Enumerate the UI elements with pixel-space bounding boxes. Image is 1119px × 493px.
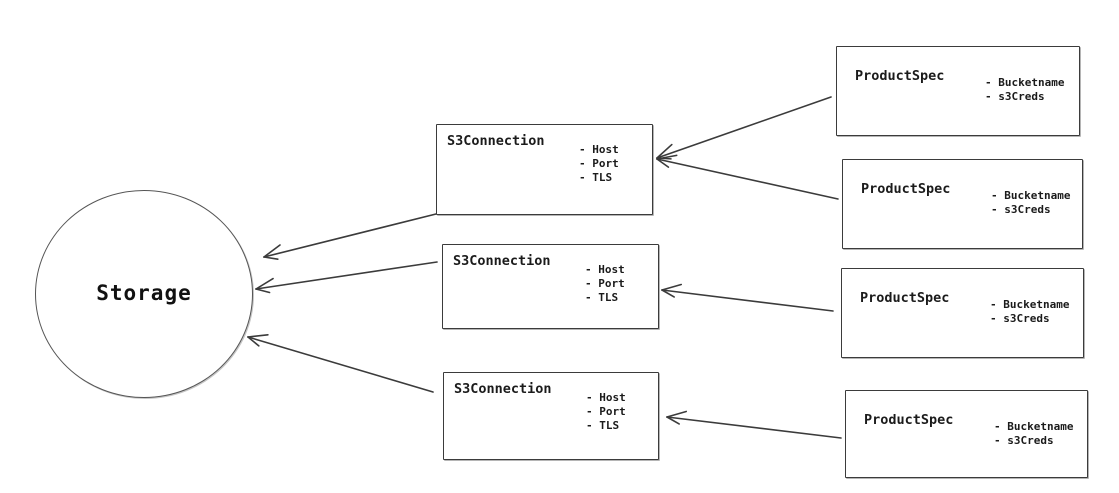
connection-node-title: S3Connection (453, 253, 551, 269)
connection-node[interactable]: S3Connection - Host- Port- TLS (443, 372, 659, 460)
connection-node[interactable]: S3Connection - Host- Port- TLS (436, 124, 653, 215)
connection-node-title: S3Connection (454, 381, 552, 397)
connection-node-attribute: - Port (585, 277, 625, 290)
spec-node-attribute: - Bucketname (991, 189, 1071, 202)
spec-node-attribute: - Bucketname (985, 76, 1065, 89)
connection-node-title: S3Connection (447, 133, 545, 149)
spec-node-title: ProductSpec (860, 290, 950, 306)
connection-node-attribute: - TLS (585, 291, 619, 304)
arrow-spec1-to-conn1 (656, 96, 832, 160)
connection-node[interactable]: S3Connection - Host- Port- TLS (442, 244, 659, 329)
connection-node-attribute: - Host (586, 391, 626, 404)
spec-node-attribute: - Bucketname (994, 420, 1074, 433)
spec-node-attributes: - Bucketname- s3Creds (994, 420, 1073, 448)
connection-node-attributes: - Host- Port- TLS (586, 391, 626, 433)
spec-node-attribute: - s3Creds (991, 203, 1051, 216)
spec-node-title: ProductSpec (855, 68, 945, 84)
arrow-spec2-to-conn1 (656, 154, 839, 200)
arrow-spec3-to-conn2 (661, 283, 834, 312)
arrow-spec4-to-conn3 (666, 410, 842, 439)
arrow-conn1-to-storage (263, 213, 437, 260)
spec-node-attribute: - Bucketname (990, 298, 1070, 311)
spec-node-attributes: - Bucketname- s3Creds (990, 298, 1069, 326)
connection-node-attribute: - Port (579, 157, 619, 170)
spec-node[interactable]: ProductSpec - Bucketname- s3Creds (842, 159, 1083, 249)
spec-node-attributes: - Bucketname- s3Creds (991, 189, 1070, 217)
spec-node[interactable]: ProductSpec - Bucketname- s3Creds (836, 46, 1080, 136)
spec-node[interactable]: ProductSpec - Bucketname- s3Creds (841, 268, 1084, 358)
connection-node-attributes: - Host- Port- TLS (585, 263, 625, 305)
connection-node-attribute: - TLS (579, 171, 613, 184)
connection-node-attribute: - TLS (586, 419, 620, 432)
spec-node-attribute: - s3Creds (990, 312, 1050, 325)
spec-node-title: ProductSpec (861, 181, 951, 197)
arrow-conn3-to-storage (247, 333, 434, 393)
storage-node-label: Storage (96, 281, 192, 305)
arrow-conn2-to-storage (255, 261, 438, 294)
connection-node-attributes: - Host- Port- TLS (579, 143, 619, 185)
spec-node[interactable]: ProductSpec - Bucketname- s3Creds (845, 390, 1088, 478)
storage-circle-node[interactable]: Storage (35, 190, 253, 398)
spec-node-title: ProductSpec (864, 412, 954, 428)
spec-node-attribute: - s3Creds (994, 434, 1054, 447)
spec-node-attribute: - s3Creds (985, 90, 1045, 103)
connection-node-attribute: - Host (579, 143, 619, 156)
connection-node-attribute: - Host (585, 263, 625, 276)
connection-node-attribute: - Port (586, 405, 626, 418)
spec-node-attributes: - Bucketname- s3Creds (985, 76, 1064, 104)
